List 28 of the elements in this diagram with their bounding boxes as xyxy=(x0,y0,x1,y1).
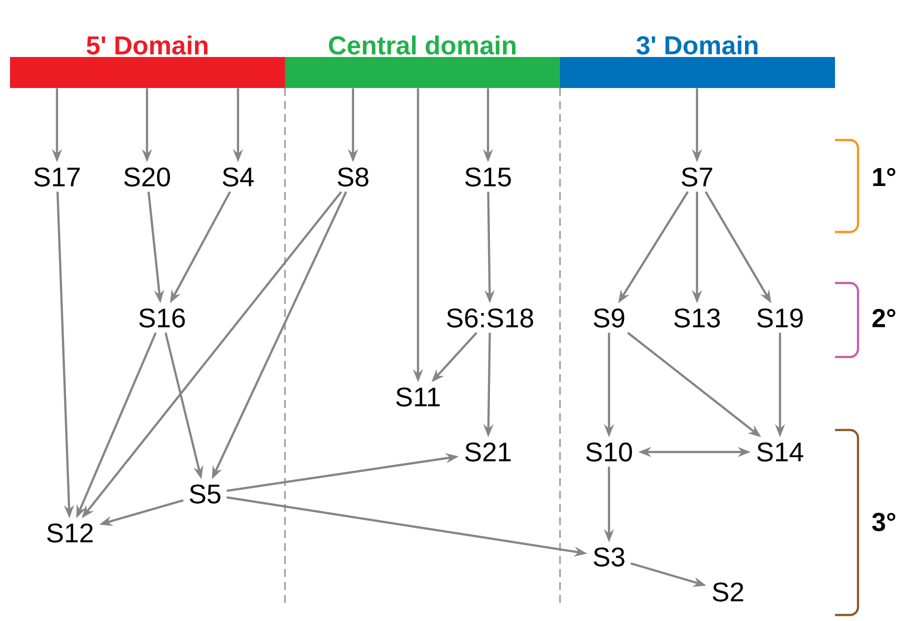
protein-label: S8 xyxy=(338,167,368,187)
protein-label: S9 xyxy=(594,308,624,328)
protein-label: S5 xyxy=(190,484,220,504)
protein-label: S13 xyxy=(674,308,720,328)
protein-label: S6:S18 xyxy=(446,308,534,328)
node-label: 3' Domain xyxy=(636,35,758,55)
level-label: 2° xyxy=(872,308,896,328)
node-label: Central domain xyxy=(328,36,516,55)
level-label: 3° xyxy=(872,512,896,532)
protein-label: S3 xyxy=(594,547,624,567)
protein-label: S19 xyxy=(757,308,803,328)
protein-label: S11 xyxy=(396,387,440,407)
protein-label: S10 xyxy=(586,442,632,462)
protein-label: S12 xyxy=(47,523,93,543)
protein-label: S16 xyxy=(139,308,185,328)
protein-label: S20 xyxy=(124,167,170,187)
protein-label: S15 xyxy=(465,167,511,187)
protein-label: S4 xyxy=(222,167,254,187)
level-label: 1° xyxy=(873,168,896,186)
node-label: 5' Domain xyxy=(86,36,208,55)
protein-label: S14 xyxy=(757,442,804,462)
domain-bar: Central domain xyxy=(285,36,560,88)
domain-bar: 3' Domain xyxy=(560,35,835,88)
protein-label: S2 xyxy=(712,582,744,602)
protein-label: S21 xyxy=(465,442,511,462)
protein-label: S17 xyxy=(34,167,80,187)
domain-bar: 5' Domain xyxy=(10,36,285,88)
protein-label: S7 xyxy=(682,167,712,187)
